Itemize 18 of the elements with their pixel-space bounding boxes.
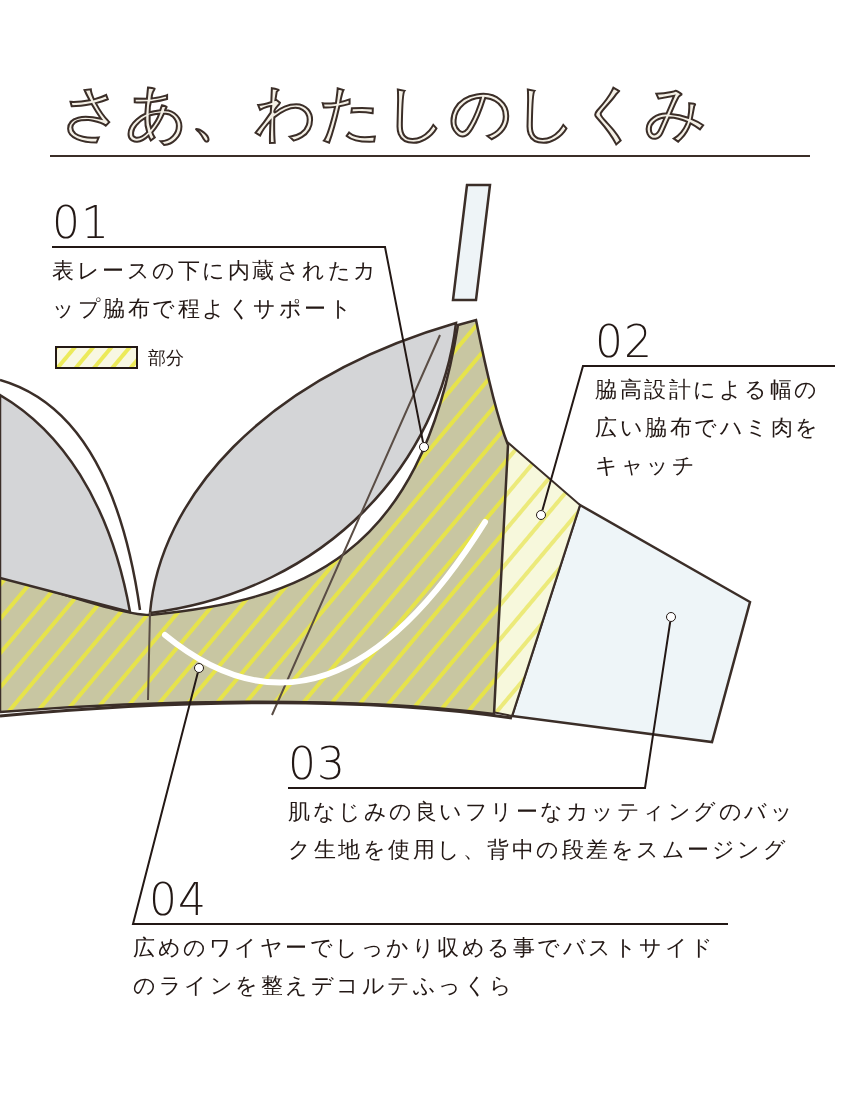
leader-dot xyxy=(666,612,676,622)
leader-dot xyxy=(536,510,546,520)
legend-label: 部分 xyxy=(148,346,184,369)
callout-number: 02 xyxy=(595,319,654,365)
callout-number: 01 xyxy=(52,200,111,246)
leader-dot xyxy=(194,663,204,673)
callout-number: 04 xyxy=(148,877,208,923)
callout-text: 広めのワイヤーでしっかり収める事でバストサイドのラインを整えデコルテふっくら xyxy=(133,934,717,1000)
leader-line xyxy=(541,365,836,512)
callout-text: 脇高設計による幅の広い脇布でハミ肉をキャッチ xyxy=(595,376,822,480)
title: さあ、わたしのしくみ xyxy=(60,78,709,148)
leader-line xyxy=(131,671,729,925)
callout-text: 表レースの下に内蔵されたカップ脇布で程よくサポート xyxy=(52,257,380,323)
leader-line xyxy=(51,246,424,444)
callout-text: 肌なじみの良いフリーなカッティングのバック生地を使用し、背中の段差をスムージング xyxy=(288,798,796,864)
callout-number: 03 xyxy=(288,741,347,787)
leader-line xyxy=(287,620,672,789)
leader-dot xyxy=(419,442,429,452)
